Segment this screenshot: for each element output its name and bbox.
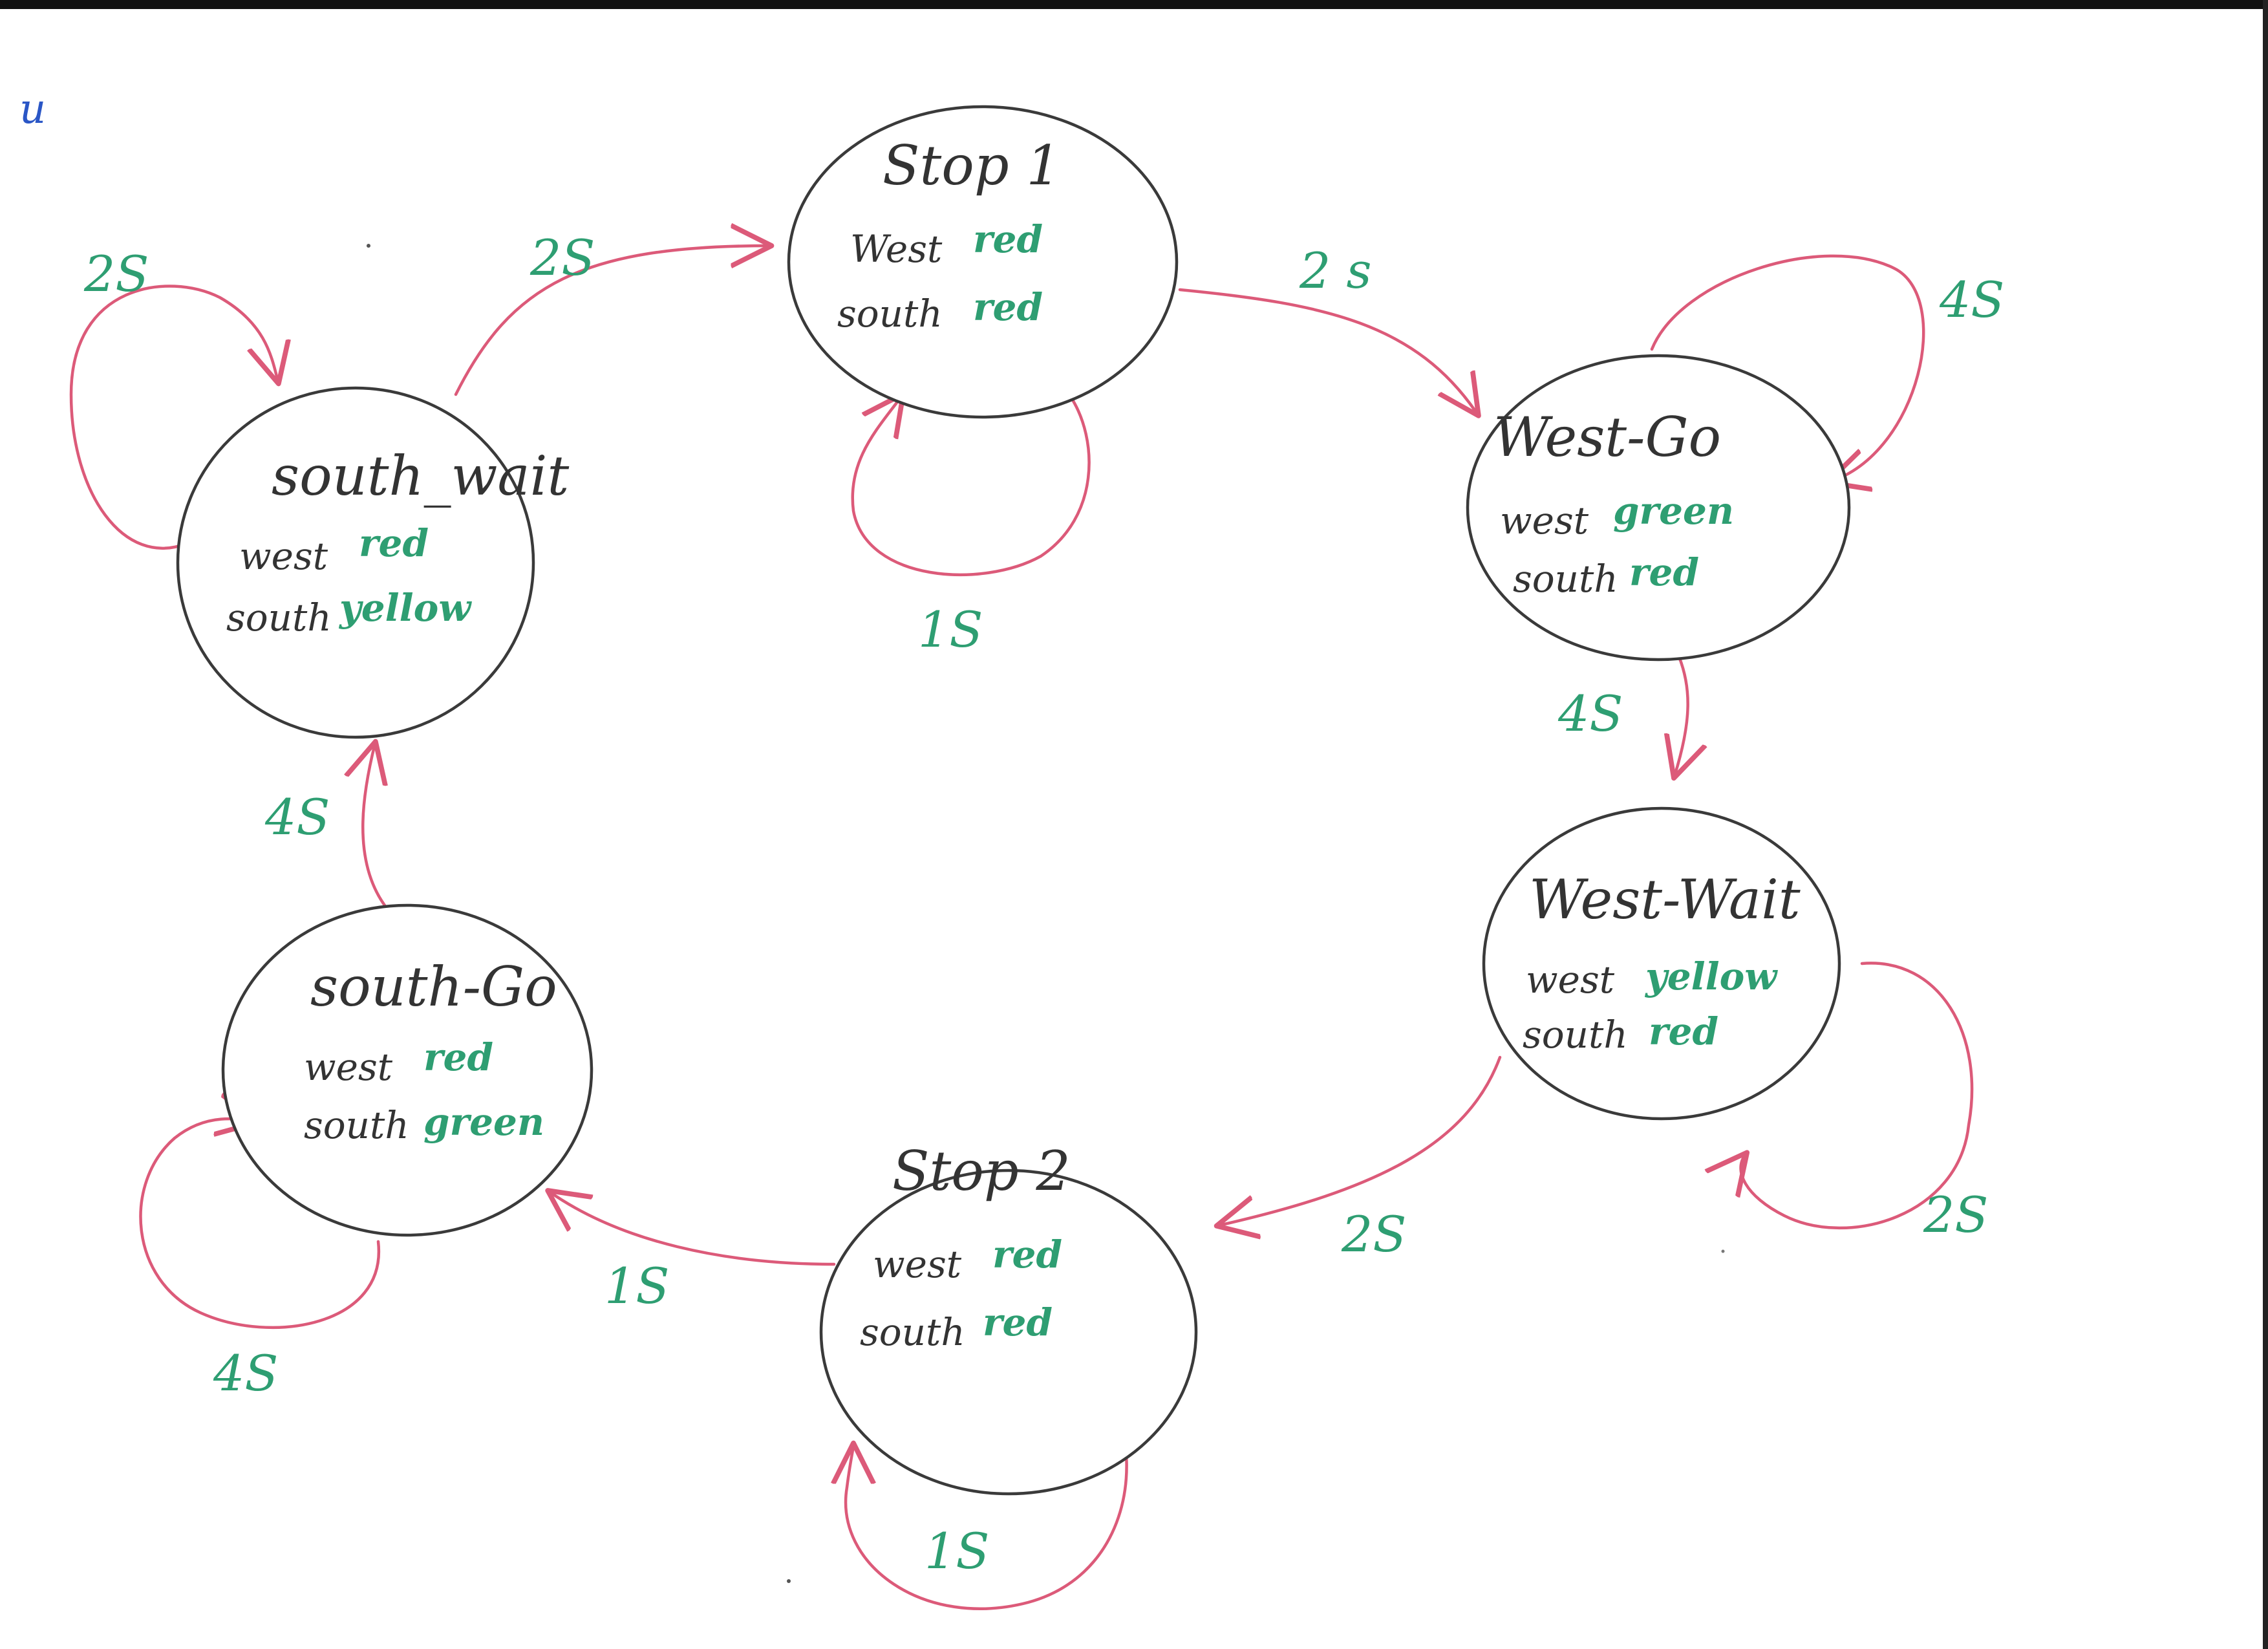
state-west-go: West-Go west green south red	[1493, 405, 1734, 601]
west-label: west	[1500, 499, 1589, 543]
scan-speck	[367, 244, 370, 248]
west-value: red	[992, 1233, 1062, 1277]
label-southwait-self: 2S	[83, 245, 149, 303]
arrow-southwait-self	[69, 285, 278, 550]
label-stop1-to-westgo: 2 s	[1299, 242, 1372, 299]
label-westgo-to-westwait: 4S	[1557, 685, 1623, 742]
state-stop2: Stop 2 west red south red	[860, 1139, 1071, 1354]
label-southwait-to-stop1: 2S	[530, 229, 595, 286]
south-value: yellow	[338, 586, 472, 630]
arrow-stop2-self	[846, 1401, 1128, 1610]
west-label: west	[304, 1045, 393, 1089]
arrow-southgo-self	[139, 1119, 381, 1330]
label-southgo-self: 4S	[213, 1344, 278, 1402]
corner-mark: u	[19, 85, 46, 133]
state-south-wait: south_wait west red south yellow	[226, 444, 569, 640]
state-title: West-Go	[1493, 405, 1721, 469]
node-westgo-circle	[1466, 354, 1851, 662]
south-label: south	[1523, 1013, 1628, 1057]
scan-right-edge	[2263, 0, 2268, 1649]
label-stop1-self: 1S	[918, 601, 983, 658]
west-value: red	[359, 521, 429, 565]
label-stop2-to-southgo: 1S	[604, 1257, 669, 1315]
label-southgo-to-southwait: 4S	[264, 788, 330, 846]
south-value: red	[1649, 1009, 1718, 1053]
south-label: south	[304, 1103, 409, 1147]
state-title: Stop 1	[883, 134, 1061, 197]
node-stop1-circle	[787, 105, 1179, 419]
node-westwait-circle	[1482, 806, 1841, 1121]
node-southgo-circle	[221, 903, 594, 1237]
state-west-wait: West-Wait west yellow south red	[1523, 868, 1801, 1057]
south-value: red	[973, 285, 1043, 329]
west-value: green	[1613, 489, 1734, 533]
scan-top-edge	[0, 0, 2268, 9]
label-westwait-to-stop2: 2S	[1341, 1205, 1406, 1263]
arrow-southwait-to-stop1	[454, 246, 769, 396]
arrow-stop1-to-westgo	[1178, 288, 1477, 414]
scan-speck	[787, 1579, 791, 1583]
label-stop2-self: 1S	[925, 1522, 989, 1580]
state-title: Stop 2	[892, 1139, 1071, 1203]
state-stop1: Stop 1 West red south red	[837, 134, 1061, 336]
arrow-westwait-self	[1741, 962, 1974, 1230]
west-label: West	[850, 227, 943, 271]
label-westgo-self: 4S	[1939, 271, 2004, 329]
south-label: south	[1513, 557, 1618, 601]
arrow-southgo-to-southwait	[363, 744, 385, 907]
west-value: red	[423, 1035, 493, 1079]
state-title: south-Go	[310, 955, 557, 1018]
south-label: south	[860, 1310, 965, 1354]
arrow-westwait-to-stop2	[1219, 1055, 1502, 1225]
south-label: south	[837, 292, 943, 336]
west-label: west	[1526, 958, 1615, 1002]
state-title: south_wait	[272, 444, 569, 508]
south-value: red	[1629, 550, 1699, 594]
arrow-westgo-self	[1650, 254, 1925, 482]
arrow-westgo-to-westwait	[1674, 645, 1688, 776]
label-westwait-self: 2S	[1923, 1186, 1988, 1244]
west-value: yellow	[1644, 954, 1778, 998]
south-label: south	[226, 596, 332, 640]
arrow-stop1-self	[851, 396, 1091, 576]
west-label: west	[873, 1242, 962, 1286]
state-title: West-Wait	[1529, 868, 1801, 931]
node-southwait-circle	[176, 386, 535, 739]
scan-speck	[1721, 1249, 1725, 1253]
south-value: red	[983, 1300, 1053, 1344]
west-label: west	[239, 534, 328, 578]
arrow-stop2-to-southgo	[550, 1192, 836, 1266]
south-value: green	[423, 1100, 544, 1144]
state-south-go: south-Go west red south green	[304, 955, 557, 1147]
node-stop2-circle	[819, 1169, 1198, 1496]
west-value: red	[973, 217, 1043, 261]
